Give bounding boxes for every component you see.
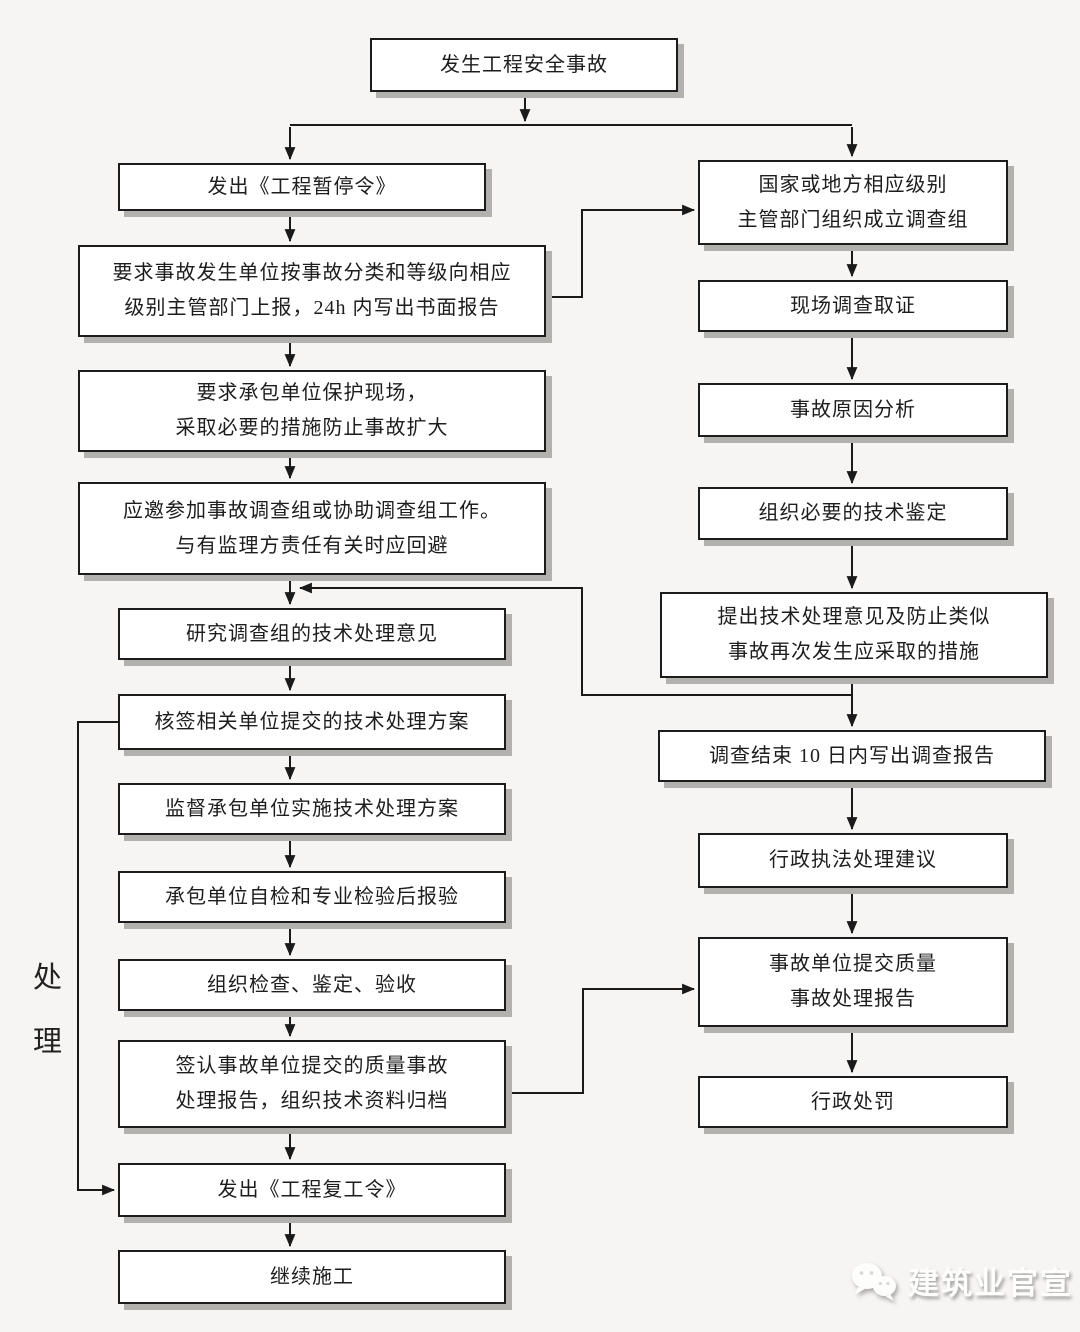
node-join-investigation-team: 应邀参加事故调查组或协助调查组工作。与有监理方责任有关时应回避 bbox=[78, 482, 546, 575]
node-site-evidence-collection: 现场调查取证 bbox=[698, 280, 1008, 332]
node-supervise-implementation: 监督承包单位实施技术处理方案 bbox=[118, 783, 506, 835]
node-report-within-24h: 要求事故发生单位按事故分类和等级向相应级别主管部门上报，24h 内写出书面报告 bbox=[78, 245, 546, 337]
node-continue-construction: 继续施工 bbox=[118, 1250, 506, 1304]
edge-l6-to-l11 bbox=[77, 721, 118, 1196]
node-countersign-technical-plan: 核签相关单位提交的技术处理方案 bbox=[118, 694, 506, 750]
process-phase-label: 处 理 bbox=[33, 962, 63, 1058]
node-protect-site: 要求承包单位保护现场，采取必要的措施防止事故扩大 bbox=[78, 370, 546, 452]
node-investigation-report-10-days: 调查结束 10 日内写出调查报告 bbox=[658, 730, 1046, 782]
node-form-investigation-team: 国家或地方相应级别主管部门组织成立调查组 bbox=[698, 160, 1008, 245]
node-cause-analysis: 事故原因分析 bbox=[698, 383, 1008, 437]
node-organize-inspection-acceptance: 组织检查、鉴定、验收 bbox=[118, 959, 506, 1011]
node-study-technical-opinions: 研究调查组的技术处理意见 bbox=[118, 608, 506, 660]
node-administrative-penalty: 行政处罚 bbox=[698, 1076, 1008, 1128]
node-sign-quality-report-archive: 签认事故单位提交的质量事故处理报告，组织技术资料归档 bbox=[118, 1040, 506, 1128]
node-propose-measures: 提出技术处理意见及防止类似事故再次发生应采取的措施 bbox=[660, 592, 1048, 678]
watermark-text: 建筑业官宣 bbox=[908, 1266, 1073, 1301]
node-issue-resume-order: 发出《工程复工令》 bbox=[118, 1163, 506, 1217]
node-self-inspection-report: 承包单位自检和专业检验后报验 bbox=[118, 871, 506, 923]
node-issue-suspension-order: 发出《工程暂停令》 bbox=[118, 163, 486, 211]
node-submit-quality-report: 事故单位提交质量事故处理报告 bbox=[698, 937, 1008, 1027]
node-technical-appraisal: 组织必要的技术鉴定 bbox=[698, 487, 1008, 540]
wechat-icon bbox=[850, 1260, 898, 1302]
node-safety-accident-occurs: 发生工程安全事故 bbox=[370, 38, 678, 92]
edge-l10-to-r8 bbox=[506, 983, 696, 1094]
watermark: 建筑业官宣 bbox=[850, 1258, 1073, 1303]
edge-l2-to-r1 bbox=[546, 204, 696, 298]
node-enforcement-suggestions: 行政执法处理建议 bbox=[698, 833, 1008, 888]
